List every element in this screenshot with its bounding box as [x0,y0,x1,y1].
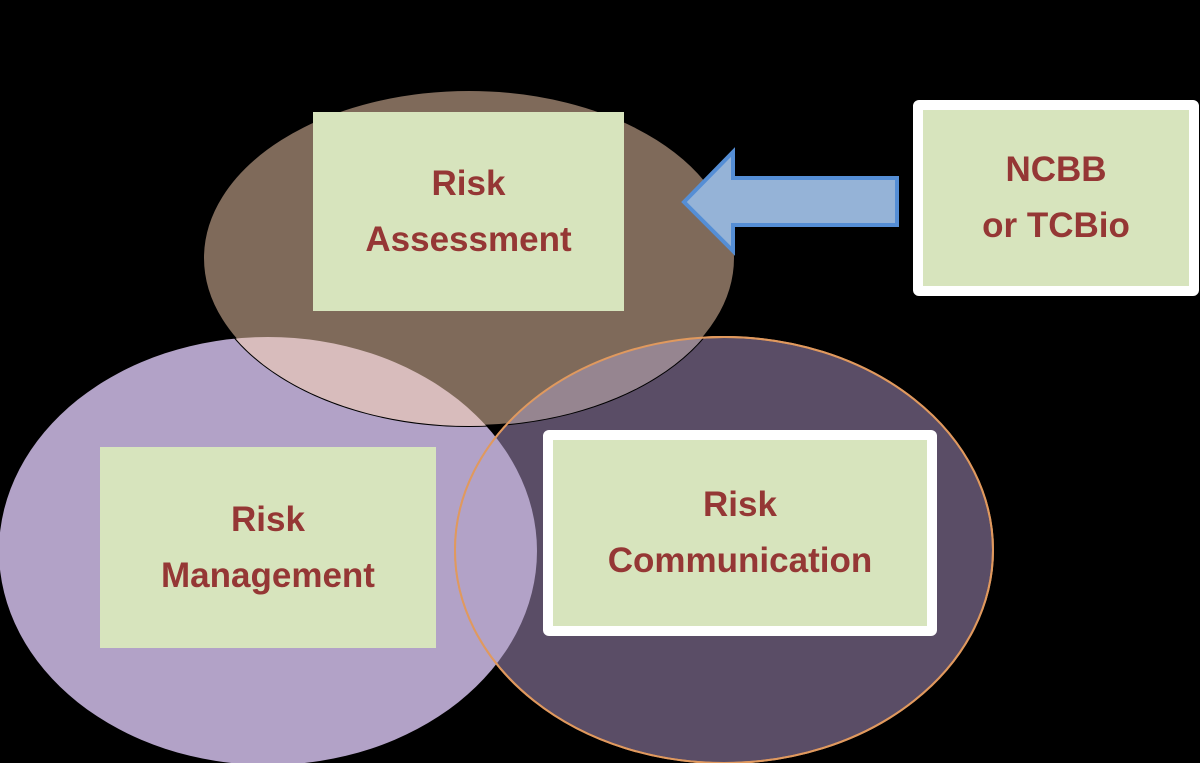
risk-assessment-line2: Assessment [365,219,572,259]
risk-management-line2: Management [161,555,375,595]
risk-management-box: Risk Management [100,447,436,648]
arrow-left-icon [681,147,899,256]
risk-communication-line1: Risk [703,485,777,524]
ncbb-line1: NCBB [1005,150,1107,189]
risk-communication-line2: Communication [607,541,873,580]
ncbb-line2: or TCBio [982,206,1130,245]
risk-communication-box: Risk Communication [543,430,937,636]
risk-assessment-line1: Risk [431,163,506,203]
risk-assessment-box: Risk Assessment [313,112,624,311]
risk-management-line1: Risk [231,499,305,539]
ncbb-tcbio-box: NCBB or TCBio [913,100,1199,296]
